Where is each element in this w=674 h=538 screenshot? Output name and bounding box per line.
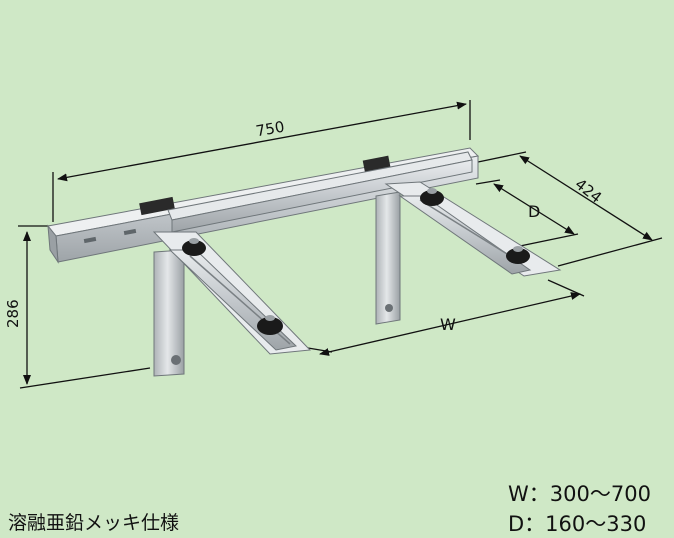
upper-crossbar [167, 151, 473, 233]
dimension-424-label: 424 [572, 175, 606, 207]
dimension-424 [477, 151, 663, 267]
dimension-w-label: W [440, 315, 456, 334]
rubber-foot-left-front [257, 315, 283, 335]
left-leg [153, 249, 185, 377]
spec-d-range: D：160〜330 [508, 512, 647, 536]
rubber-foot-right-front [506, 246, 530, 264]
rubber-foot-right-back [420, 188, 444, 206]
right-leg [375, 191, 401, 325]
spec-w-range: W：300〜700 [508, 482, 651, 506]
right-arm [384, 181, 562, 277]
dimension-d [475, 179, 579, 247]
dimension-d-label: D [528, 202, 540, 221]
dimension-750 [52, 100, 471, 222]
finish-caption: 溶融亜鉛メッキ仕様 [8, 512, 180, 534]
rubber-foot-left-back [182, 238, 206, 256]
dimension-750-label: 750 [254, 118, 285, 141]
dimension-286-label: 286 [4, 299, 22, 328]
